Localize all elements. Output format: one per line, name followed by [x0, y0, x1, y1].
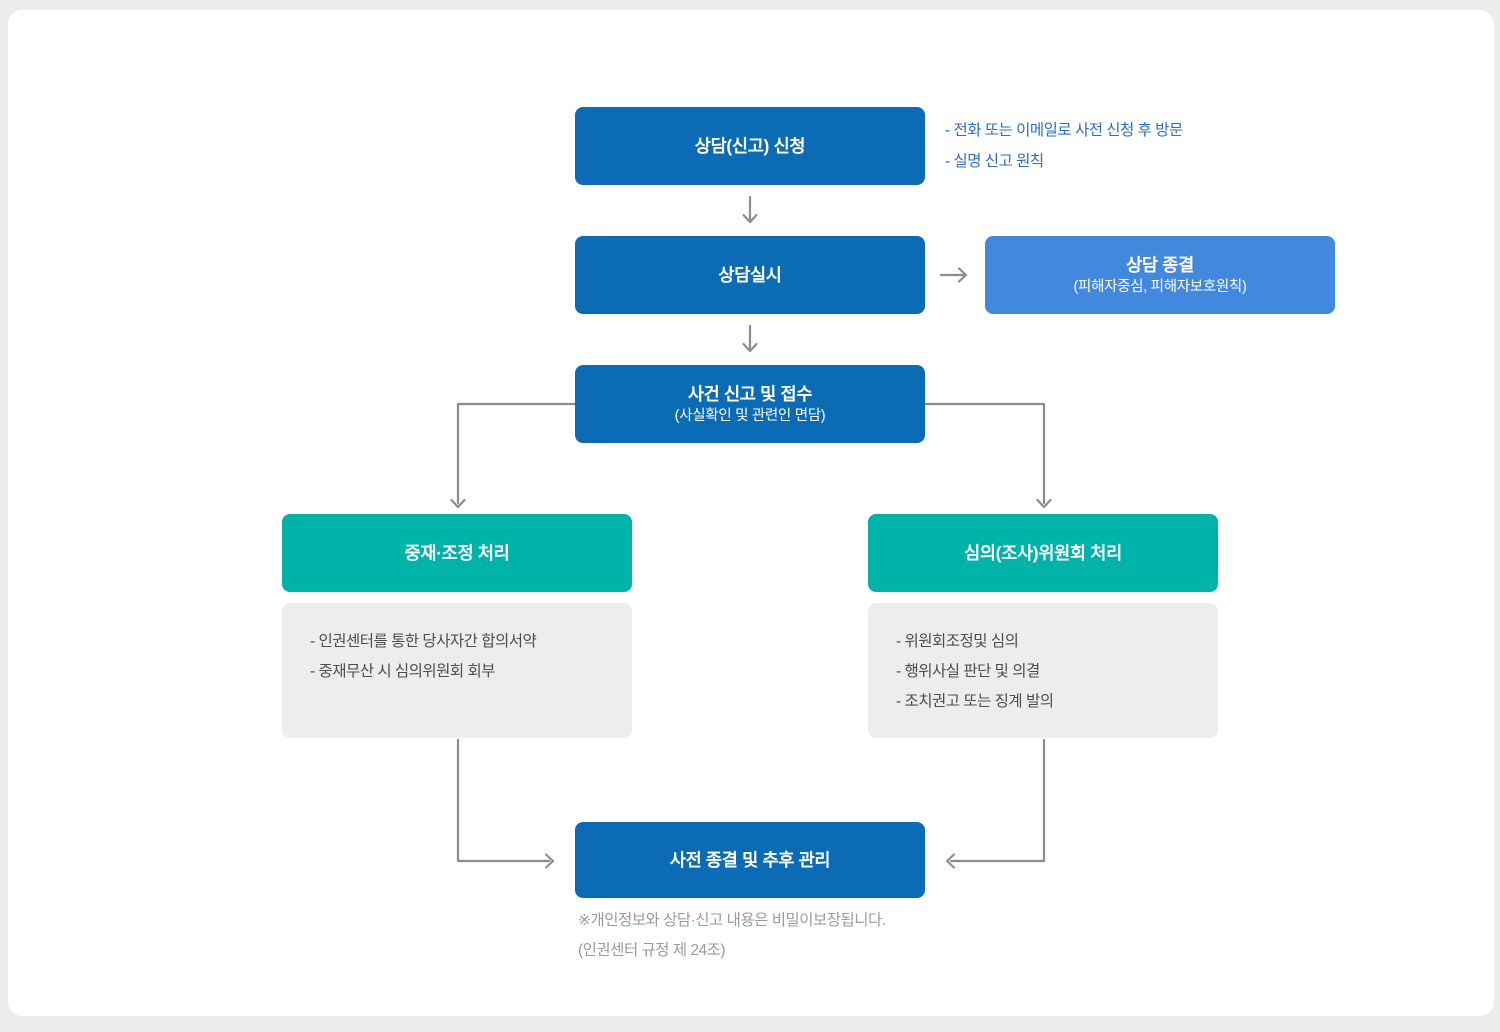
final-step-label: 사전 종결 및 추후 관리 — [669, 850, 831, 870]
footnote: ※개인정보와 상담·신고 내용은 비밀이보장됩니다. (인권센터 규정 제 24… — [578, 906, 886, 966]
note-line: - 전화 또는 이메일로 사전 신청 후 방문 — [945, 122, 1183, 139]
step-application-label: 상담(신고) 신청 — [694, 136, 806, 156]
step-consultation-box: 상담실시 — [575, 236, 925, 314]
detail-line: - 위원회조정및 심의 — [896, 633, 1019, 650]
step-case-receipt-title: 사건 신고 및 접수 — [687, 383, 813, 404]
arrow-right-icon — [939, 267, 968, 283]
branch-mediation-label: 중재·조정 처리 — [404, 543, 510, 563]
detail-line: - 중재무산 시 심의위원회 회부 — [310, 663, 496, 680]
detail-line: - 조치권고 또는 징계 발의 — [896, 693, 1054, 710]
final-step-box: 사전 종결 및 추후 관리 — [575, 822, 925, 898]
step-case-receipt-box: 사건 신고 및 접수 (사실확인 및 관련인 면담) — [575, 365, 925, 443]
step-application-box: 상담(신고) 신청 — [575, 107, 925, 185]
application-notes: - 전화 또는 이메일로 사전 신청 후 방문 - 실명 신고 원칙 — [945, 107, 1183, 185]
mediation-details-panel: - 인권센터를 통한 당사자간 합의서약 - 중재무산 시 심의위원회 회부 — [282, 603, 632, 738]
footnote-line: (인권센터 규정 제 24조) — [578, 942, 726, 959]
branch-committee-label: 심의(조사)위원회 처리 — [964, 543, 1122, 563]
arrow-down-icon — [742, 324, 758, 353]
step-case-receipt-subtitle: (사실확인 및 관련인 면담) — [674, 407, 826, 424]
branch-right-connector — [923, 402, 1052, 509]
join-right-connector — [945, 738, 1046, 869]
footnote-line: ※개인정보와 상담·신고 내용은 비밀이보장됩니다. — [578, 912, 886, 929]
branch-mediation-box: 중재·조정 처리 — [282, 514, 632, 592]
consultation-end-title: 상담 종결 — [1126, 254, 1194, 275]
note-line: - 실명 신고 원칙 — [945, 153, 1044, 170]
join-left-connector — [456, 738, 555, 869]
branch-left-connector — [450, 402, 577, 509]
branch-committee-box: 심의(조사)위원회 처리 — [868, 514, 1218, 592]
detail-line: - 인권센터를 통한 당사자간 합의서약 — [310, 633, 537, 650]
detail-line: - 행위사실 판단 및 의결 — [896, 663, 1040, 680]
consultation-end-subtitle: (피해자중심, 피해자보호원칙) — [1073, 278, 1247, 295]
committee-details-panel: - 위원회조정및 심의 - 행위사실 판단 및 의결 - 조치권고 또는 징계 … — [868, 603, 1218, 738]
consultation-end-box: 상담 종결 (피해자중심, 피해자보호원칙) — [985, 236, 1335, 314]
arrow-down-icon — [742, 195, 758, 224]
step-consultation-label: 상담실시 — [718, 265, 782, 285]
